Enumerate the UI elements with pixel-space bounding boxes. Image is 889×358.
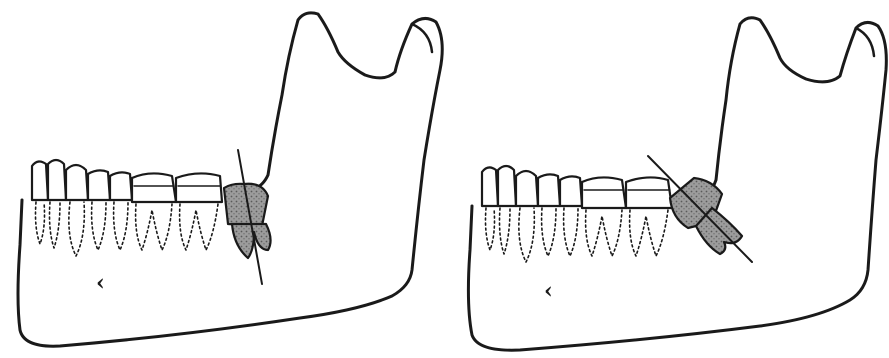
- root-outline: [92, 202, 106, 250]
- root-outline: [69, 202, 84, 256]
- mental-foramen-mark: ‹: [544, 278, 553, 304]
- crown-molar-2: [626, 177, 672, 208]
- root-outline: [180, 204, 218, 250]
- dotted-roots: [486, 208, 669, 262]
- crown-molar-1: [132, 173, 176, 202]
- root-outline: [50, 202, 61, 248]
- dotted-roots: [36, 202, 219, 256]
- root-outline: [136, 204, 172, 250]
- crown-premolar-2: [110, 172, 132, 200]
- crown-row: [482, 166, 672, 208]
- root-outline: [586, 210, 622, 256]
- impacted-molar-vertical: [224, 150, 271, 284]
- crown-molar-2: [176, 173, 222, 202]
- root-outline: [486, 208, 495, 250]
- ramus-notch: [412, 24, 432, 52]
- right-panel: ‹: [468, 18, 886, 350]
- crown-premolar-1: [538, 174, 560, 206]
- crown-molar-1: [582, 177, 626, 208]
- mental-foramen-mark: ‹: [96, 270, 105, 296]
- crown-canine: [66, 165, 88, 200]
- crown-canine: [516, 171, 538, 206]
- crown-incisor-2: [498, 166, 516, 206]
- root-outline: [500, 208, 511, 254]
- ramus-notch: [856, 28, 874, 56]
- root-outline: [519, 208, 534, 262]
- root-outline: [630, 210, 668, 256]
- crown-incisor-1: [482, 167, 498, 206]
- crown-incisor-2: [48, 160, 66, 200]
- root-outline: [36, 202, 45, 244]
- root-outline: [114, 202, 128, 250]
- left-panel: ‹: [18, 13, 442, 346]
- crown-premolar-1: [88, 170, 110, 200]
- root-outline: [542, 208, 556, 256]
- crown-incisor-1: [32, 161, 48, 200]
- crown-premolar-2: [560, 176, 582, 206]
- crown-row: [32, 160, 222, 202]
- root-outline: [564, 208, 578, 256]
